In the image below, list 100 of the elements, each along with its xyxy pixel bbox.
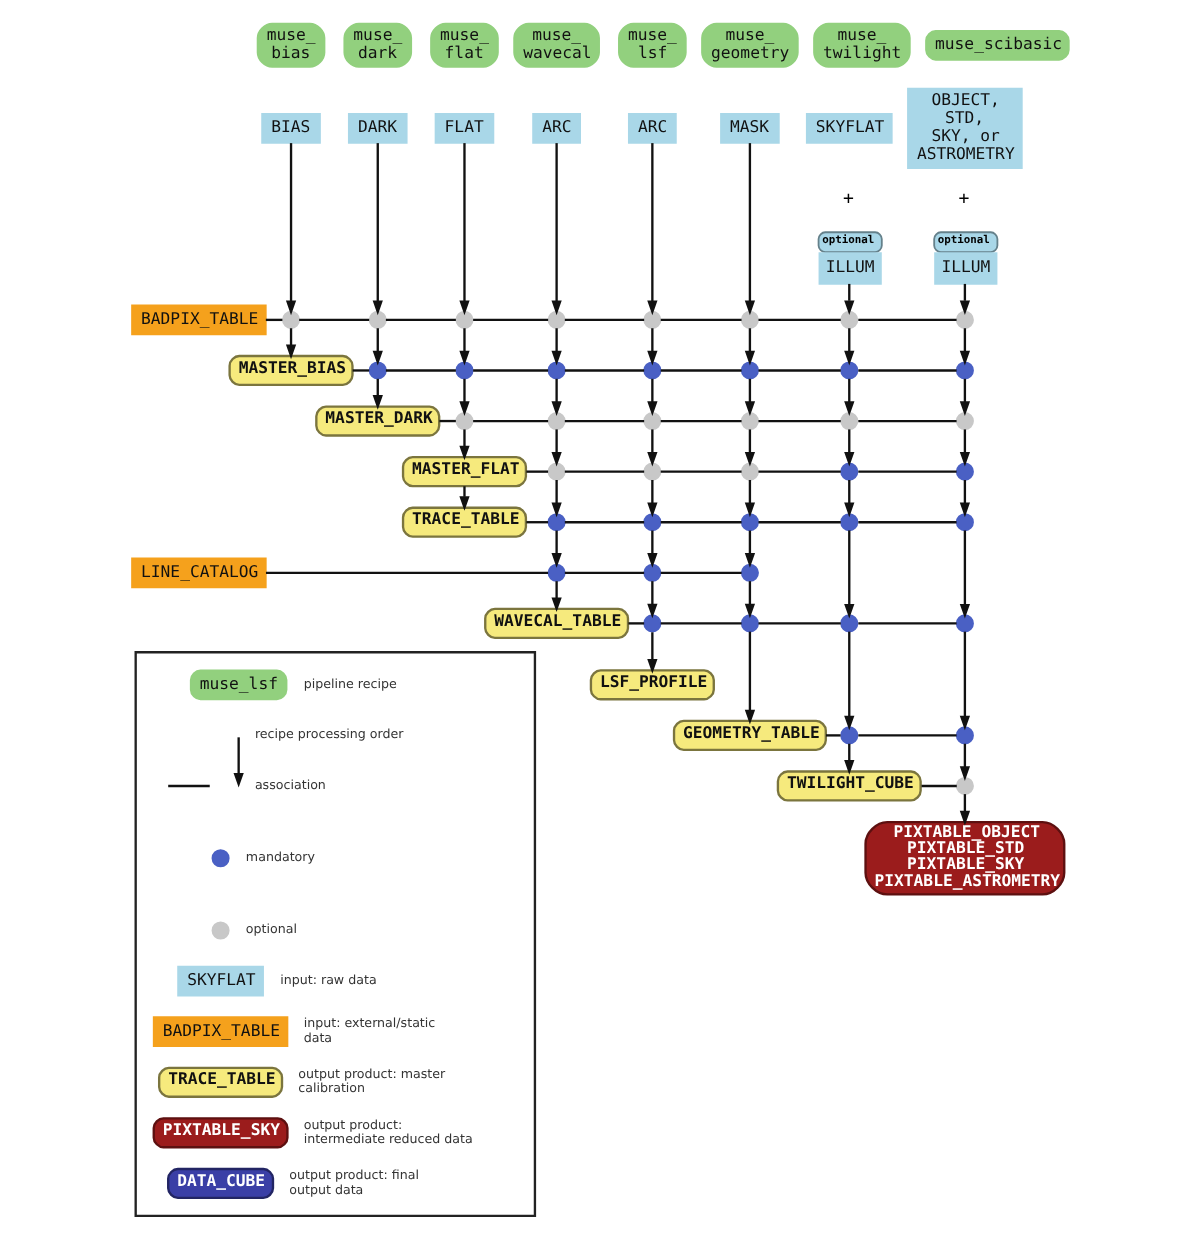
arrow [646, 632, 657, 674]
node-circle [642, 310, 661, 329]
connector [757, 470, 840, 473]
connector [563, 571, 644, 574]
node-circle [954, 776, 973, 795]
node-circle [546, 563, 565, 582]
node-box: muse_ dark [342, 22, 412, 68]
connector [659, 470, 741, 473]
connector [351, 369, 369, 372]
arrow [743, 530, 755, 568]
node-box: DARK [346, 113, 407, 144]
arrow [458, 486, 469, 511]
connector [757, 521, 840, 524]
connector [264, 571, 548, 574]
node-box: LINE_CATALOG [130, 557, 266, 589]
node-circle [739, 361, 758, 380]
node-circle [954, 361, 973, 380]
node-circle [367, 361, 386, 380]
arrow [550, 143, 561, 316]
arrow [958, 378, 970, 417]
connector [563, 419, 644, 423]
arrow [458, 378, 469, 417]
node-circle [954, 462, 973, 481]
node-circle [367, 310, 386, 329]
node-box: WAVECAL_TABLE [483, 607, 629, 639]
connector [472, 419, 548, 423]
node-circle [739, 462, 758, 481]
arrow [550, 328, 561, 366]
connector [857, 734, 956, 737]
arrow [743, 581, 755, 619]
arrow [646, 328, 657, 366]
node-box: BADPIX_TABLE [151, 1016, 288, 1048]
node-box: muse_lsf [188, 669, 287, 701]
node-circle [454, 310, 473, 329]
arrow [743, 631, 755, 725]
node-circle [739, 563, 758, 582]
node-box: PIXTABLE_SKY [151, 1117, 288, 1149]
node-circle [546, 412, 565, 431]
node-circle [642, 513, 661, 532]
arrow [843, 429, 854, 467]
node-box: ARC [531, 113, 580, 144]
arrow [458, 328, 469, 366]
node-box: FLAT [433, 113, 494, 144]
node-box: TWILIGHT_CUBE [775, 770, 921, 802]
arrow [958, 743, 970, 781]
connector [857, 521, 956, 524]
node-box: GEOMETRY_TABLE [671, 719, 826, 752]
connector [472, 369, 548, 372]
arrow [371, 143, 382, 316]
node-box: SKYFLAT [176, 965, 263, 997]
arrow [958, 480, 970, 518]
arrow [743, 143, 755, 316]
node-circle [642, 412, 661, 431]
connector [659, 318, 741, 322]
node-box: muse_ geometry [700, 22, 798, 68]
node-circle [739, 310, 758, 329]
connector [525, 521, 548, 524]
connector [857, 318, 956, 322]
node-circle [839, 361, 858, 380]
node-circle [454, 412, 473, 431]
arrow [458, 429, 469, 461]
connector [825, 734, 840, 737]
node-box: MASTER_FLAT [400, 456, 527, 488]
connector [757, 419, 840, 423]
arrow [646, 378, 657, 417]
node-circle [954, 310, 973, 329]
arrow [843, 328, 854, 366]
connector [472, 318, 548, 322]
arrow [958, 429, 970, 467]
connector [757, 318, 840, 322]
arrow [550, 429, 561, 467]
node-circle [954, 412, 973, 431]
connector [384, 369, 455, 372]
node-circle [954, 513, 973, 532]
node-box: PIXTABLE_OBJECT PIXTABLE_STD PIXTABLE_SKY PIXTABLE_ASTROMETRY [863, 820, 1065, 896]
arrow [843, 480, 854, 518]
node-circle [839, 513, 858, 532]
connector [757, 622, 840, 625]
node-circle [281, 310, 300, 329]
connector [857, 419, 956, 423]
node-circle [454, 361, 473, 380]
connector [659, 571, 741, 574]
node-circle [739, 614, 758, 633]
arrow [958, 631, 970, 731]
arrow [843, 378, 854, 417]
arrow [743, 480, 755, 518]
node-circle [546, 361, 565, 380]
label: + [841, 190, 853, 211]
connector [384, 318, 455, 322]
node-circle [839, 614, 858, 633]
node-box: LSF_PROFILE [588, 669, 714, 701]
arrow [458, 143, 469, 316]
connector [563, 470, 644, 473]
node-circle [954, 614, 973, 633]
node-circle [839, 412, 858, 431]
node-box: muse_ wavecal [512, 22, 599, 68]
arrow [743, 429, 755, 467]
node-box: SKYFLAT [804, 113, 892, 144]
node-box: BIAS [260, 113, 320, 144]
arrow [550, 378, 561, 417]
